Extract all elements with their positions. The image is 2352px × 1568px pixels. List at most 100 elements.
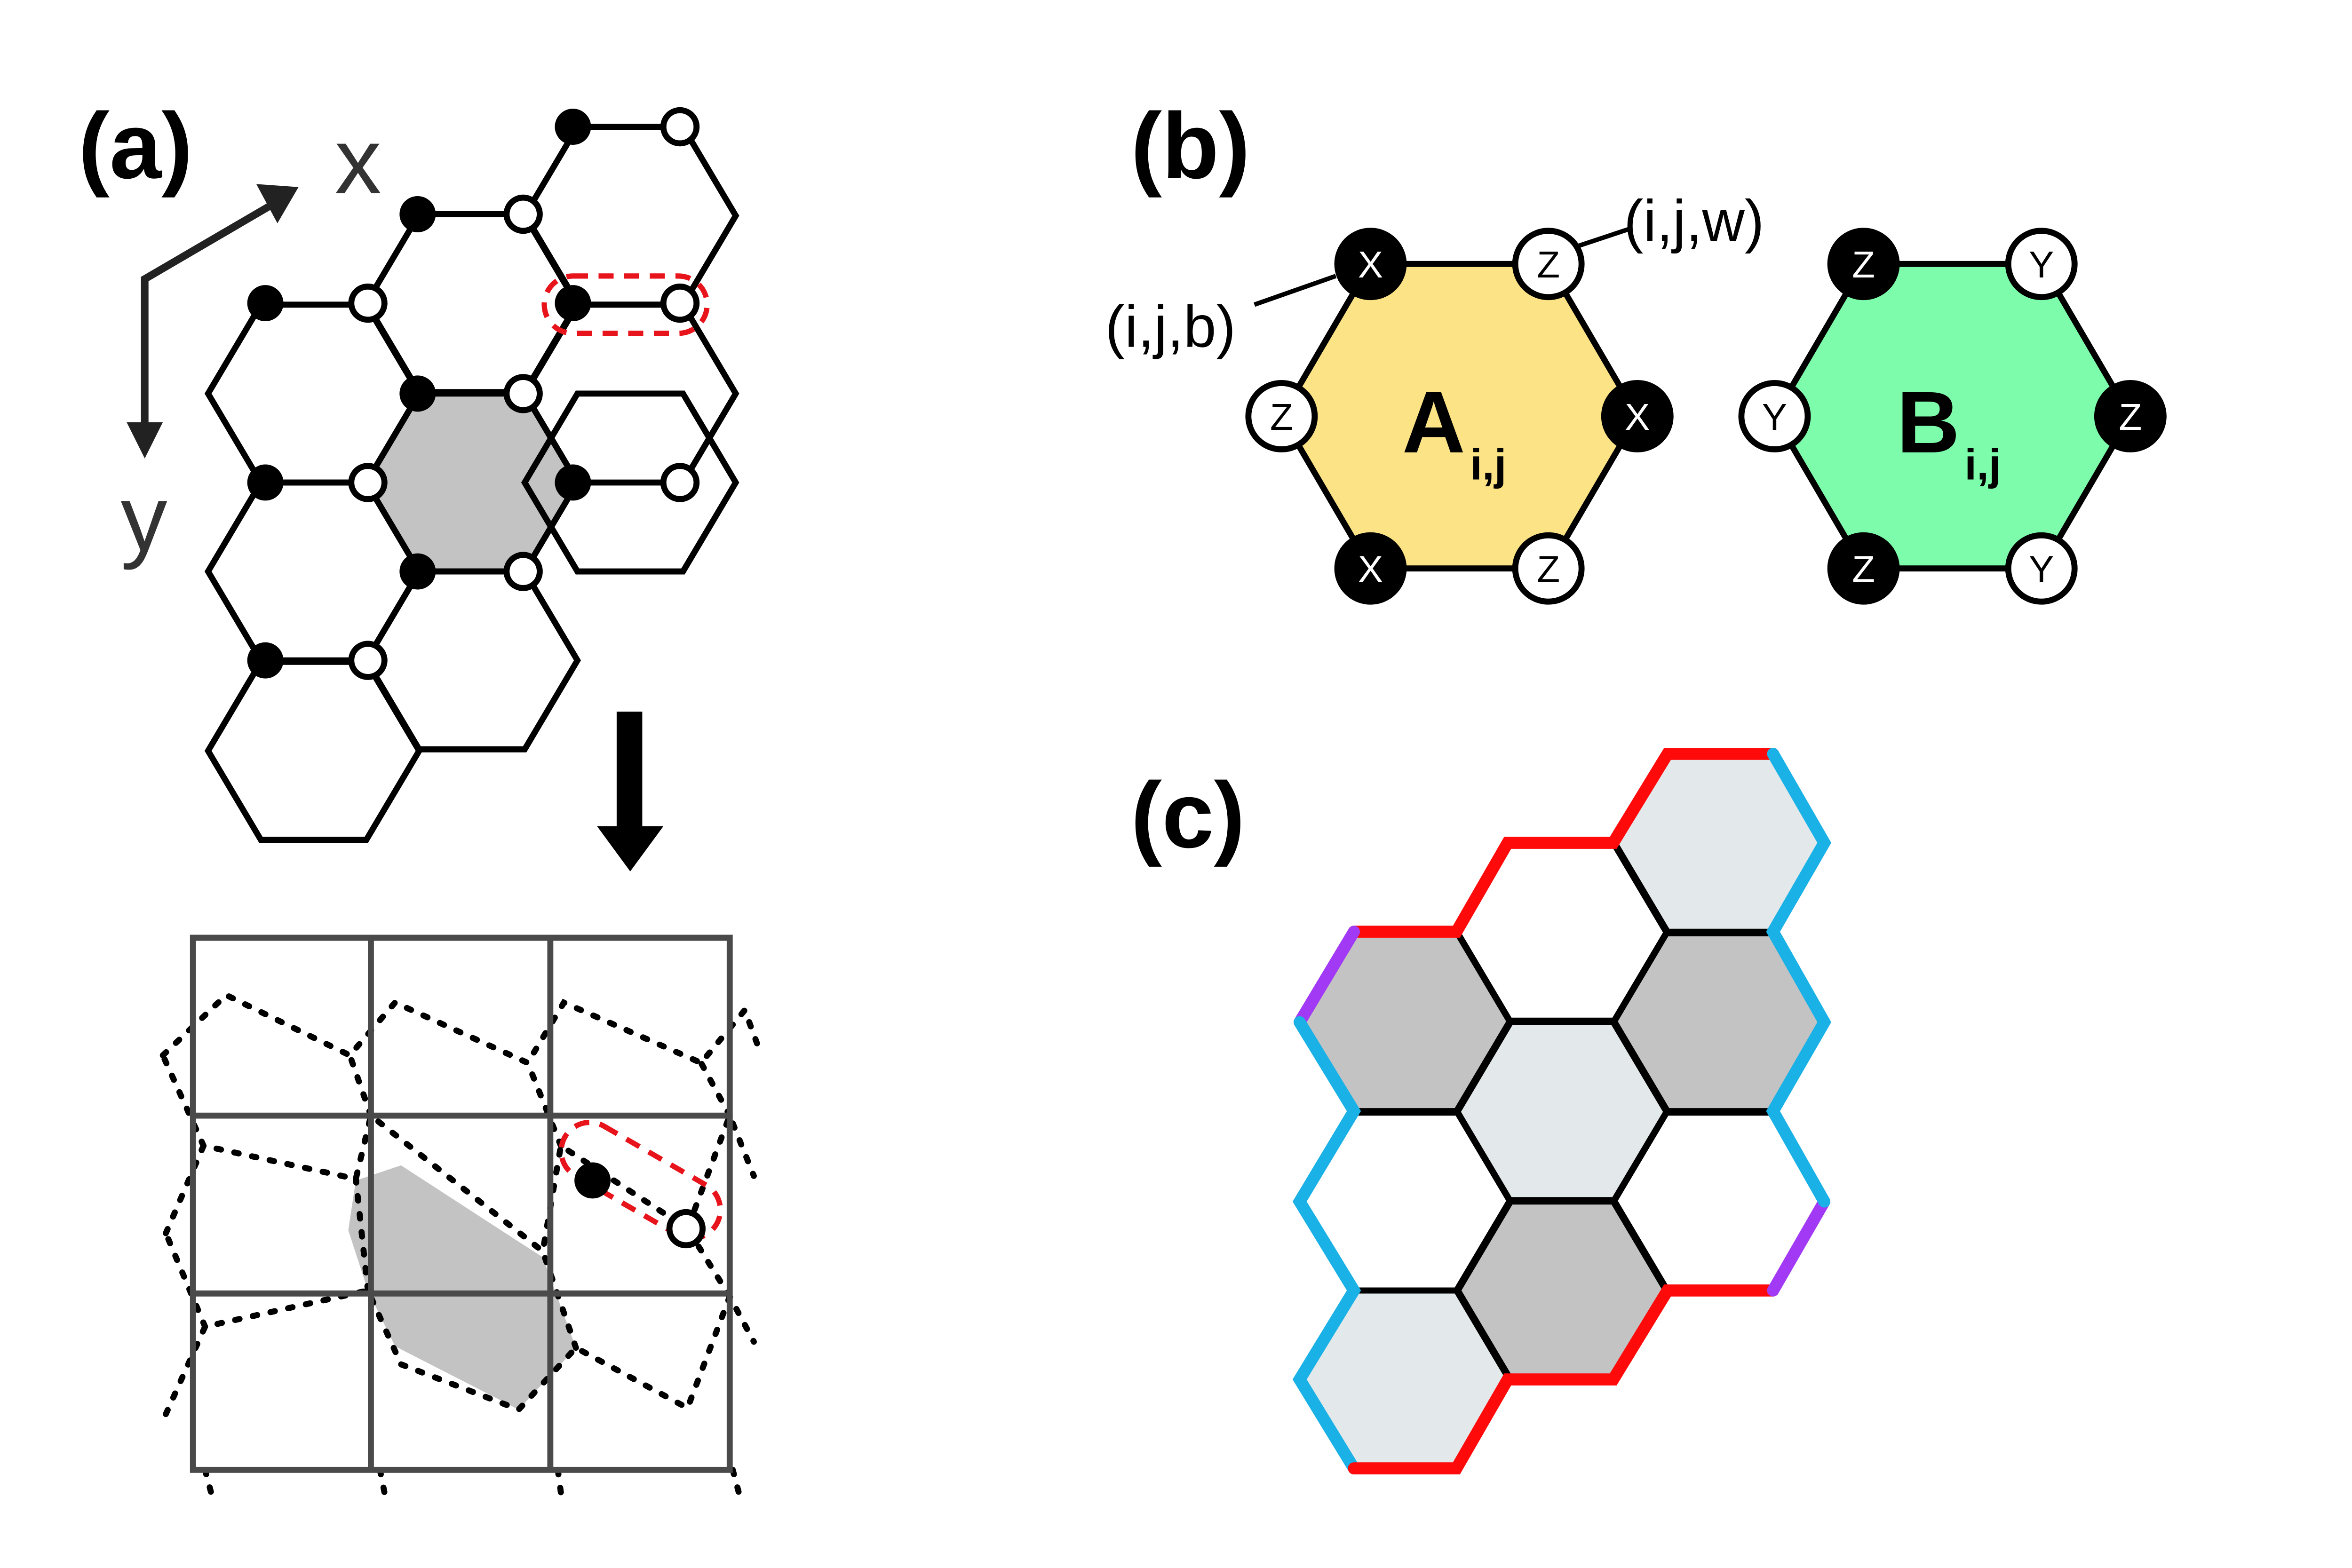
white-vertex [503,194,543,234]
patch-boundaries [1292,748,1832,1474]
red-boundary [1348,748,1780,938]
lattice-hexagon [521,390,739,575]
black-vertex [247,285,284,322]
highlighted-plaquette [369,393,575,572]
plaquette-b-letter: B [1897,374,1960,471]
white-vertex [660,283,700,323]
plaquette-a-vertex-label: Z [1537,243,1560,285]
blue-boundary [1766,748,1832,1208]
white-vertex [348,463,388,502]
white-vertex [666,1209,706,1249]
white-vertex [503,374,543,413]
patch-plaquette [1613,753,1825,932]
plaquette-a-letter: A [1402,374,1465,471]
axis-y-label: y [120,466,167,570]
plaquette-b-subscript: i,j [1964,440,2001,489]
plaquette-a-vertex-1: Z [1512,228,1585,301]
patch-plaquette [1456,843,1668,1021]
patch-plaquette [1299,1112,1511,1291]
white-vertex [348,641,388,680]
square-grid-panel [159,934,764,1496]
panel-b: (b) (i,j,w) (i,j,b) X Z X Z X Z Z Y Z Y Z Y A i,j B… [1105,94,2167,605]
highlighted-plaquette-deformed [348,1165,576,1410]
plaquette-a-vertex-3: Z [1512,532,1585,605]
purple-boundary [1767,1196,1831,1297]
white-vertex [660,107,700,147]
dotted-bond [163,1230,208,1330]
black-vertex [555,109,591,145]
white-vertex [660,463,700,502]
white-vertex [348,283,388,323]
plaquette-b-vertex-label: Z [2119,396,2142,438]
bond-highlight-deformed [558,1119,723,1241]
panel-a-label: (a) [79,94,193,198]
plaquette-b-vertex-label: Z [1852,243,1875,285]
plaquette-a-vertex-label: Z [1537,548,1560,590]
lattice-vertices [247,107,700,680]
leader-line-b [1254,274,1337,307]
patch-plaquette [1299,1290,1511,1469]
dotted-bond [684,1226,733,1300]
patch-plaquette [1456,1022,1668,1200]
black-vertex [247,464,284,501]
black-vertex [247,642,284,679]
black-vertex [574,1162,611,1199]
dotted-bond [698,1060,733,1119]
dotted-bond [353,1176,371,1294]
panel-c-label: (c) [1131,763,1245,868]
annotation-b: (i,j,b) [1105,294,1236,360]
leader-line-w [1573,227,1629,250]
plaquette-b-vertex-2: Z [2094,380,2167,452]
dotted-bond [555,1466,564,1496]
red-boundary [1348,1284,1780,1474]
plaquette-b-vertex-1: Y [2005,228,2078,301]
plaquette-a-vertex-4: X [1334,532,1407,605]
square-grid [190,934,733,1473]
plaquette-b-vertex-label: Z [1852,548,1875,590]
dotted-bond [159,1052,207,1149]
black-vertex [399,375,436,412]
bond-highlight [541,273,710,336]
panel-c: (c) [1131,748,1832,1474]
plaquette-a-vertex-label: X [1358,548,1383,590]
patch-plaquette [1613,933,1825,1111]
plaquette-b-vertex-4: Z [1827,532,1900,605]
plaquette-b-vertex-label: Y [2029,548,2054,590]
dotted-bond [163,1287,757,1418]
plaquette-b-vertex-5: Y [1738,380,1811,452]
dotted-bond [524,1060,564,1149]
plaquette-a-vertex-label: Z [1270,396,1293,438]
white-vertex [503,552,543,591]
transform-arrow [597,712,664,871]
dotted-bond [377,1466,388,1496]
black-vertex [555,464,591,501]
plaquette-a-vertex-2: X [1601,380,1674,452]
axis-arrows [127,184,299,459]
patch-plaquette [1613,1112,1825,1291]
plaquette-b-vertex-label: Y [1762,396,1787,438]
black-vertex [555,285,591,322]
panel-a: (a) x y [79,94,764,1496]
dotted-bond [540,1248,579,1351]
axis-x-label: x [335,109,381,214]
plaquette-b-vertex-label: Y [2029,243,2054,285]
plaquette-b-vertex-0: Z [1827,228,1900,301]
lattice-hexagon [204,658,423,843]
dotted-bond [159,991,764,1067]
dotted-bond [730,1466,742,1496]
plaquette-a-subscript: i,j [1470,440,1506,489]
patch-plaquettes [1299,753,1825,1469]
annotation-w: (i,j,w) [1624,189,1764,254]
dotted-bond [163,1107,757,1257]
plaquette-b-vertex-3: Y [2005,532,2078,605]
plaquette-a-vertex-label: X [1625,396,1650,438]
plaquette-a-vertex-label: X [1358,243,1383,285]
panel-b-label: (b) [1131,94,1250,198]
patch-plaquette [1299,933,1511,1111]
plaquette-a-vertex-0: X [1334,228,1407,301]
plaquette-vertices: X Z X Z X Z Z Y Z Y Z Y [1245,228,2167,605]
patch-plaquette [1456,1201,1668,1380]
dotted-bond [202,1466,215,1496]
black-vertex [399,553,436,590]
